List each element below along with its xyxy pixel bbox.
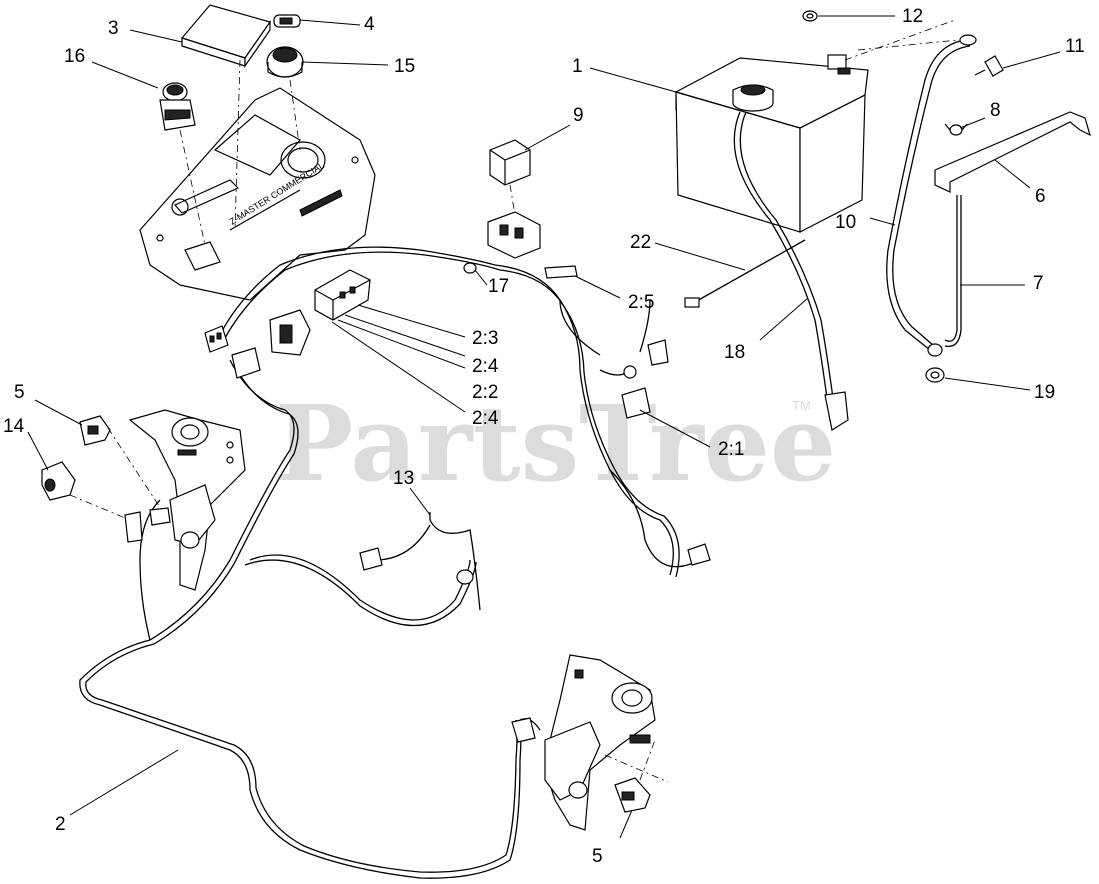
- wing-nut-part-8: [944, 123, 968, 136]
- callout-8: 8: [990, 100, 1001, 121]
- leader-lines: [27, 15, 1061, 839]
- callout-3: 3: [108, 18, 119, 39]
- nut-part-12: [802, 10, 818, 22]
- callout-14: 14: [3, 416, 25, 437]
- callout-16: 16: [64, 46, 85, 67]
- callout-7: 7: [1033, 273, 1044, 294]
- connector-2-5: [544, 265, 578, 279]
- callout-22: 22: [630, 232, 651, 253]
- connector-left-harness: [124, 507, 171, 543]
- callout-9: 9: [573, 105, 584, 126]
- callout-18: 18: [724, 342, 745, 363]
- lever-bracket-right: [544, 654, 656, 831]
- cable-part-10: [886, 34, 977, 357]
- callout-5-left: 5: [14, 382, 25, 403]
- callout-2-3: 2:3: [472, 328, 498, 349]
- connector-2-4: [231, 347, 261, 379]
- connector-2-1: [621, 339, 669, 419]
- callout-10: 10: [835, 212, 856, 233]
- connector-left-plug: [204, 325, 229, 353]
- connector-2-3: [314, 269, 371, 321]
- callout-2-5: 2:5: [628, 292, 654, 313]
- callout-11: 11: [1065, 36, 1085, 57]
- lever-bracket-left: [128, 409, 246, 591]
- callout-17: 17: [488, 276, 509, 297]
- ignition-switch-part-15: [266, 46, 304, 78]
- bolt-part-11: [974, 55, 1004, 77]
- cable-tie-part-22: [684, 239, 806, 308]
- callout-2-4-a: 2:4: [472, 356, 499, 377]
- callout-2-2: 2:2: [472, 382, 498, 403]
- callout-6: 6: [1035, 186, 1046, 207]
- connector-right-harness: [511, 717, 536, 743]
- watermark-tm: TM: [792, 398, 811, 413]
- callout-2: 2: [55, 814, 66, 835]
- wire-harness-part-2: [79, 246, 701, 879]
- switch-part-16: [159, 82, 196, 131]
- callout-13: 13: [393, 468, 414, 489]
- callout-1: 1: [572, 56, 583, 77]
- callout-12: 12: [902, 6, 923, 27]
- j-rod-part-7: [944, 195, 962, 348]
- callout-2-1: 2:1: [718, 439, 744, 460]
- callout-2-4-b: 2:4: [472, 408, 499, 429]
- relay-part-9: [489, 139, 531, 186]
- callout-5-bottom: 5: [592, 846, 603, 867]
- switch-part-5-bottom: [614, 777, 651, 813]
- cable-part-18: [733, 111, 849, 431]
- cover-part-3: [180, 4, 271, 68]
- callout-19: 19: [1034, 382, 1055, 403]
- key-part-4: [273, 14, 301, 28]
- relay-socket: [487, 211, 541, 259]
- switch-part-5-left: [79, 415, 111, 446]
- wire-part-13: [359, 512, 481, 611]
- callout-4: 4: [364, 14, 375, 35]
- control-panel: Z-MASTER COMMERCIAL: [139, 87, 376, 301]
- hold-down-bracket-part-6: [934, 111, 1091, 193]
- watermark-text: PartsTree: [275, 382, 836, 505]
- washer-part-19: [925, 367, 945, 383]
- callout-15: 15: [394, 56, 415, 77]
- screw-part-17: [463, 262, 477, 274]
- connector-bottom-right: [687, 543, 711, 566]
- connector-multi: [269, 309, 311, 356]
- battery-part-1: [675, 54, 869, 233]
